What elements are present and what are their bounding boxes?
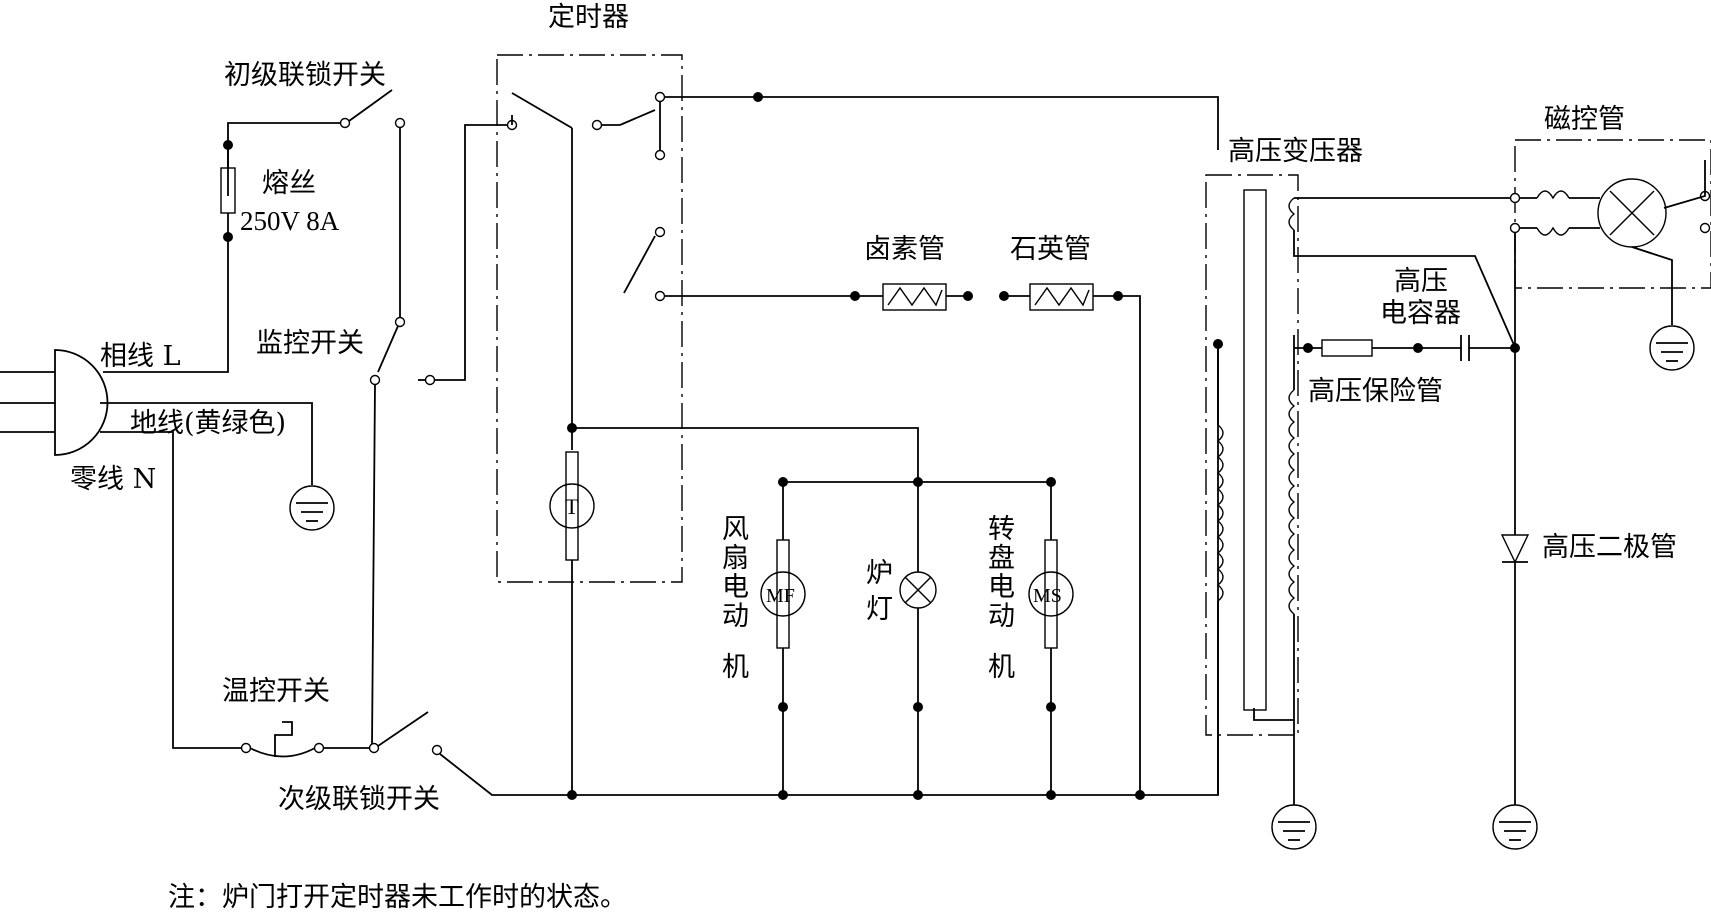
ground-label: 地线(黄绿色) [130, 408, 286, 439]
svg-text:灯: 灯 [866, 594, 893, 625]
svg-text:扇: 扇 [722, 543, 749, 574]
hv-fuse-label: 高压保险管 [1308, 376, 1443, 407]
live-label: 相线 L [100, 341, 181, 372]
neutral-label: 零线 N [70, 464, 156, 495]
svg-text:电: 电 [722, 572, 749, 603]
turntable-motor-symbol: MS [1033, 585, 1062, 607]
ground-symbol-diode [1492, 804, 1538, 850]
oven-lamp [899, 482, 937, 800]
hv-transformer-box [1205, 174, 1299, 736]
fuse [220, 140, 236, 242]
halogen-label: 卤素管 [864, 234, 945, 265]
monitor-switch-label: 监控开关 [256, 328, 364, 359]
hv-diode [1500, 230, 1530, 805]
turntable-motor [1028, 482, 1074, 800]
ground-symbol-magnetron [1649, 325, 1695, 371]
fan-motor-symbol: MF [766, 585, 795, 607]
svg-text:炉: 炉 [866, 558, 893, 589]
svg-text:机: 机 [988, 652, 1015, 683]
hv-capacitor-label-1: 高压 [1394, 266, 1448, 297]
secondary-interlock-label: 次级联锁开关 [278, 784, 440, 815]
timer-motor-symbol: T [565, 494, 579, 519]
halogen-tube [665, 283, 973, 311]
magnetron-box [1514, 139, 1711, 289]
primary-interlock-label: 初级联锁开关 [224, 60, 386, 91]
hv-diode-label: 高压二极管 [1542, 532, 1677, 563]
hv-transformer [1213, 189, 1515, 805]
fuse-label: 熔丝 [262, 168, 316, 199]
turntable-motor-label: 转 盘 电 动 机 [988, 514, 1015, 683]
thermostat-switch [240, 721, 380, 758]
fan-motor [760, 482, 806, 800]
fan-motor-label: 风 扇 电 动 机 [722, 514, 749, 683]
neutral-wire [100, 431, 242, 749]
diagram-note: 注：炉门打开定时器未工作时的状态。 [168, 882, 627, 913]
svg-text:转: 转 [988, 514, 1015, 545]
svg-text:盘: 盘 [988, 543, 1015, 574]
ground-symbol-left [289, 485, 335, 531]
power-plug [0, 349, 109, 456]
hv-capacitor [1418, 335, 1520, 361]
secondary-interlock-switch [377, 344, 1219, 796]
quartz-tube [999, 283, 1141, 795]
svg-text:动: 动 [722, 601, 749, 632]
load-bus [778, 477, 1056, 487]
timer-motor [549, 423, 919, 800]
ground-wire [100, 402, 313, 485]
quartz-label: 石英管 [1010, 234, 1091, 265]
magnetron-label: 磁控管 [1544, 104, 1625, 135]
hv-capacitor-label-2: 电容器 [1380, 298, 1461, 329]
svg-text:机: 机 [722, 652, 749, 683]
ground-symbol-transformer [1271, 804, 1317, 850]
hv-transformer-label: 高压变压器 [1228, 136, 1363, 167]
timer-label: 定时器 [548, 2, 629, 33]
fuse-rating-label: 250V 8A [240, 206, 340, 236]
svg-text:动: 动 [988, 601, 1015, 632]
timer-contacts [506, 91, 1219, 450]
svg-text:风: 风 [722, 514, 749, 545]
timer-box [496, 54, 683, 583]
svg-text:电: 电 [988, 572, 1015, 603]
primary-interlock-switch [339, 89, 406, 318]
hv-fuse [1321, 339, 1423, 357]
lamp-label: 炉 灯 [866, 558, 893, 625]
magnetron [1509, 160, 1711, 325]
monitor-switch [369, 124, 508, 746]
thermostat-label: 温控开关 [222, 676, 330, 707]
